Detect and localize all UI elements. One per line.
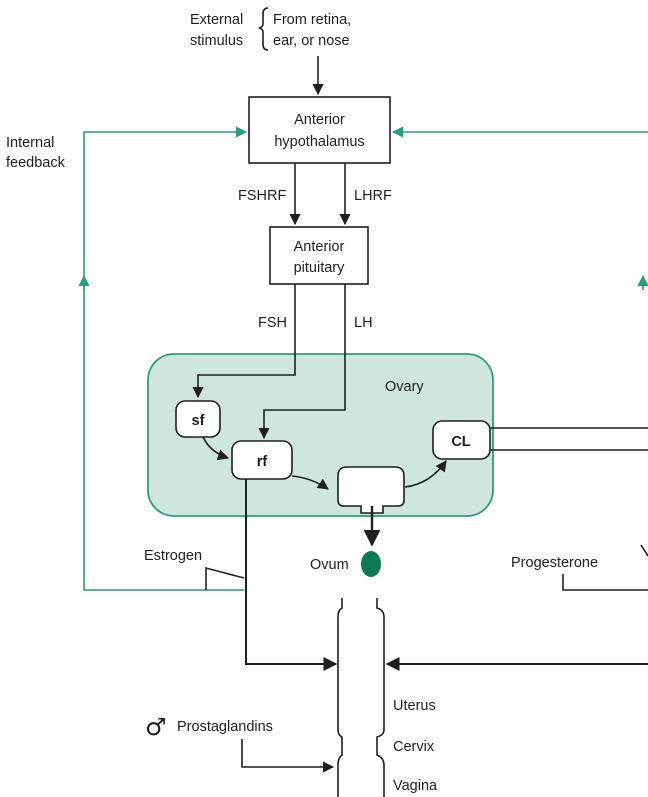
estrogen-feedback-line xyxy=(83,126,248,591)
estrogen-label: Estrogen xyxy=(144,548,202,564)
lhrf-label: LHRF xyxy=(354,188,392,204)
anterior-hypothalamus-box xyxy=(248,96,391,164)
stimulus-source-line2: ear, or nose xyxy=(273,33,350,49)
pituitary-line1: Anterior xyxy=(294,239,345,255)
external-label-line1: External xyxy=(190,12,243,28)
ovum-label: Ovum xyxy=(310,557,349,573)
fshrf-label: FSHRF xyxy=(238,188,286,204)
anterior-pituitary-box xyxy=(269,226,369,285)
stimulus-brace xyxy=(258,7,269,51)
external-label-line2: stimulus xyxy=(190,33,243,49)
progesterone-callout xyxy=(562,574,648,591)
hypothalamus-line2: hypothalamus xyxy=(274,134,364,150)
ovary-label: Ovary xyxy=(385,379,424,395)
uterus-label: Uterus xyxy=(393,698,436,714)
rf-node xyxy=(231,440,293,480)
vagina-label: Vagina xyxy=(393,778,438,794)
pituitary-line2: pituitary xyxy=(294,260,346,276)
fsh-arrow xyxy=(192,284,296,399)
ovum-icon xyxy=(361,551,381,577)
male-symbol-icon: ♂ xyxy=(145,713,167,741)
internal-feedback-line2: feedback xyxy=(6,155,66,171)
prostaglandins-arrow xyxy=(241,739,335,773)
ovulating-follicle xyxy=(337,466,405,514)
follicle-to-cl-arrow xyxy=(404,460,447,488)
sf-node xyxy=(175,400,221,438)
cl-label: CL xyxy=(451,434,470,450)
tract-left-wall xyxy=(337,598,343,797)
cervix-label: Cervix xyxy=(393,739,435,755)
estrogen-callout xyxy=(205,566,245,590)
sf-label: sf xyxy=(192,413,205,429)
sf-to-rf-arrow xyxy=(202,436,230,461)
cl-node xyxy=(432,420,491,460)
estrogen-to-uterus-arrow xyxy=(245,479,338,671)
lh-label: LH xyxy=(354,315,373,331)
rf-to-follicle-arrow xyxy=(291,475,329,490)
progesterone-label: Progesterone xyxy=(511,555,598,571)
hypothalamus-line1: Anterior xyxy=(294,112,345,128)
internal-feedback-line1: Internal xyxy=(6,135,54,151)
rf-label: rf xyxy=(257,454,268,470)
stimulus-source-line1: From retina, xyxy=(273,12,351,28)
prostaglandins-label: Prostaglandins xyxy=(177,719,273,735)
lh-arrow xyxy=(258,284,346,440)
tract-right-wall xyxy=(376,598,385,797)
fsh-label: FSH xyxy=(258,315,287,331)
progesterone-edge-mark xyxy=(640,544,648,557)
